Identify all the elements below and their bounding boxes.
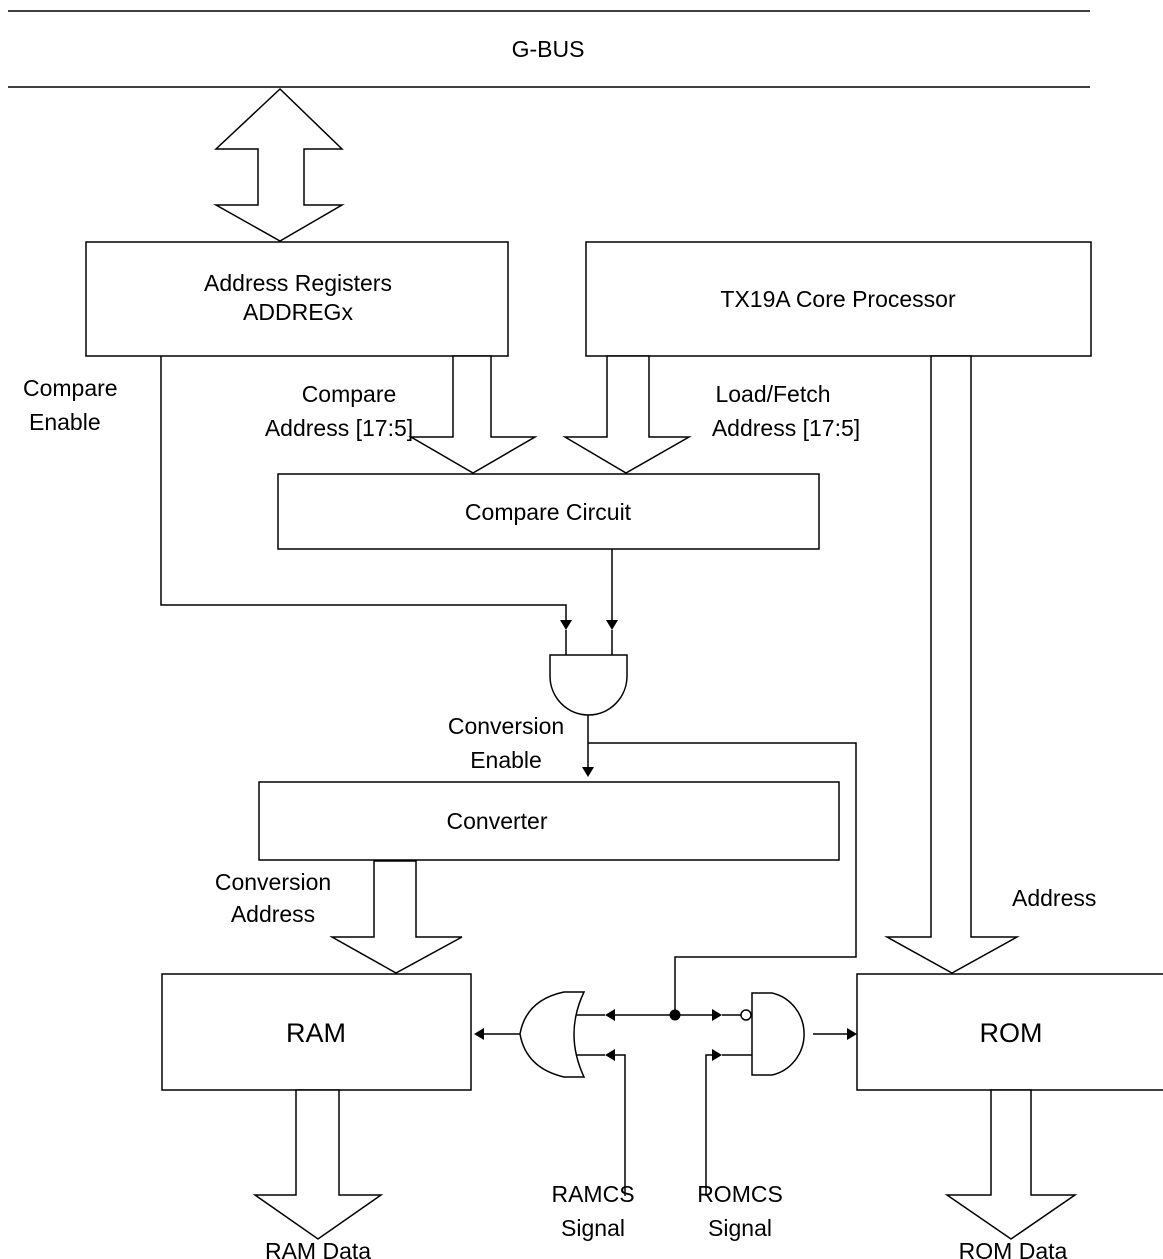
or-gate-ramcs — [474, 991, 675, 1196]
compare-circuit-box — [277, 473, 820, 550]
and-gate-romcs — [675, 992, 857, 1196]
romcs-arrowhead — [712, 1049, 722, 1061]
compare-address-label-line2: Address [17:5] — [265, 415, 413, 441]
conversion-enable-signal: Conversion Enable — [448, 713, 857, 1015]
rom-address-label: Address — [1012, 885, 1096, 911]
or-gate-input-a-arrowhead — [605, 1009, 615, 1021]
compare-enable-label-line1: Compare — [23, 375, 118, 401]
load-fetch-address-bus: Load/Fetch Address [17:5] — [562, 355, 860, 474]
load-fetch-address-label-line1: Load/Fetch — [715, 381, 830, 407]
inverter-bubble — [740, 1009, 752, 1021]
address-registers-block: Address Registers ADDREGx — [85, 241, 509, 357]
converter-label: Converter — [447, 808, 548, 834]
conversion-enable-label-line2: Enable — [470, 747, 542, 773]
address-registers-box — [85, 241, 509, 357]
ramcs-label-line1: RAMCS — [551, 1181, 634, 1207]
core-processor-box — [585, 241, 1092, 357]
or-gate-body — [519, 991, 586, 1078]
compare-enable-arrowhead — [560, 620, 572, 630]
ramcs-label-line2: Signal — [561, 1215, 625, 1241]
romcs-label-line2: Signal — [708, 1215, 772, 1241]
ram-block: RAM — [161, 973, 472, 1091]
rom-address-bus: Address — [884, 355, 1096, 974]
and-gate-rom-input-a-arrowhead — [712, 1009, 722, 1021]
ram-data-bus: RAM Data — [252, 1089, 384, 1259]
rom-label: ROM — [980, 1018, 1043, 1048]
converter-block: Converter — [258, 781, 840, 861]
and-gate-body — [549, 654, 628, 716]
compare-enable-wire — [160, 356, 567, 620]
rom-address-arrow — [884, 355, 1020, 974]
compare-address-arrow — [408, 355, 538, 474]
conversion-enable-branch-wire — [588, 742, 857, 1015]
compare-result-signal — [606, 549, 618, 630]
rom-data-bus: ROM Data — [944, 1089, 1078, 1259]
compare-address-bus: Compare Address [17:5] — [265, 355, 538, 474]
ram-data-arrow — [252, 1089, 384, 1240]
g-bus-label: G-BUS — [512, 36, 585, 62]
ram-data-label: RAM Data — [265, 1238, 371, 1259]
conversion-address-label-line1: Conversion — [215, 869, 331, 895]
conversion-enable-label-line1: Conversion — [448, 713, 564, 739]
conversion-enable-arrowhead — [582, 767, 594, 777]
compare-enable-label-line2: Enable — [29, 409, 101, 435]
and-gate-rom-output-arrowhead — [847, 1028, 857, 1040]
rom-box — [856, 973, 1163, 1091]
romcs-label-line1: ROMCS — [697, 1181, 783, 1207]
conversion-address-bus: Conversion Address — [215, 860, 463, 974]
load-fetch-address-label-line2: Address [17:5] — [712, 415, 860, 441]
core-processor-block: TX19A Core Processor — [585, 241, 1092, 357]
rom-block: ROM — [856, 973, 1163, 1091]
ramcs-wire — [615, 1054, 626, 1196]
or-gate-output-arrowhead — [474, 1028, 484, 1040]
rom-data-arrow — [944, 1089, 1078, 1240]
compare-address-label-line1: Compare — [302, 381, 397, 407]
rom-data-label: ROM Data — [959, 1238, 1068, 1259]
ram-box — [161, 973, 472, 1091]
compare-result-arrowhead — [606, 620, 618, 630]
bus-bidirectional-arrow — [213, 87, 345, 242]
core-processor-label: TX19A Core Processor — [720, 286, 956, 312]
and-gate-rom-body — [751, 992, 805, 1076]
ram-label: RAM — [286, 1018, 346, 1048]
address-registers-label-line2: ADDREGx — [243, 299, 353, 325]
address-registers-label-line1: Address Registers — [204, 270, 392, 296]
conversion-address-arrow — [329, 860, 463, 974]
compare-circuit-label: Compare Circuit — [465, 499, 632, 525]
load-fetch-address-arrow — [562, 355, 692, 474]
and-gate-conversion — [549, 630, 628, 716]
conversion-address-label-line2: Address — [231, 901, 315, 927]
compare-enable-signal: Compare Enable — [23, 356, 572, 630]
romcs-wire — [705, 1054, 712, 1196]
compare-circuit-block: Compare Circuit — [277, 473, 820, 550]
converter-box — [258, 781, 840, 861]
ramcs-arrowhead — [605, 1049, 615, 1061]
g-bus: G-BUS — [8, 10, 1090, 88]
